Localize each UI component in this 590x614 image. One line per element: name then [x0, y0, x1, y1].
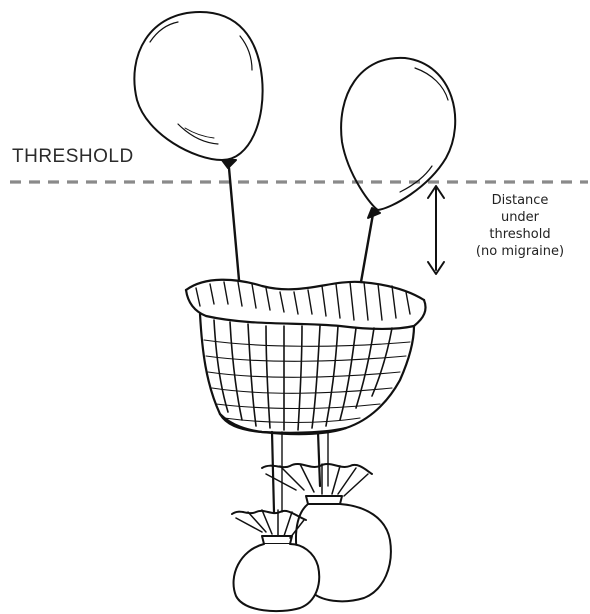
distance-under-threshold-label: Distance under threshold (no migraine) [452, 192, 588, 260]
balloon-right-icon [341, 58, 455, 218]
distance-label-line: (no migraine) [452, 243, 588, 260]
sack-ropes [272, 432, 328, 512]
distance-label-line: threshold [452, 226, 588, 243]
basket-icon [186, 280, 426, 434]
distance-label-line: Distance [452, 192, 588, 209]
balloon-strings [229, 168, 373, 282]
threshold-label: THRESHOLD [12, 146, 134, 168]
double-arrow-icon [428, 186, 444, 274]
balloon-left-icon [134, 12, 262, 168]
distance-label-line: under [452, 209, 588, 226]
sack-left-icon [232, 510, 319, 611]
